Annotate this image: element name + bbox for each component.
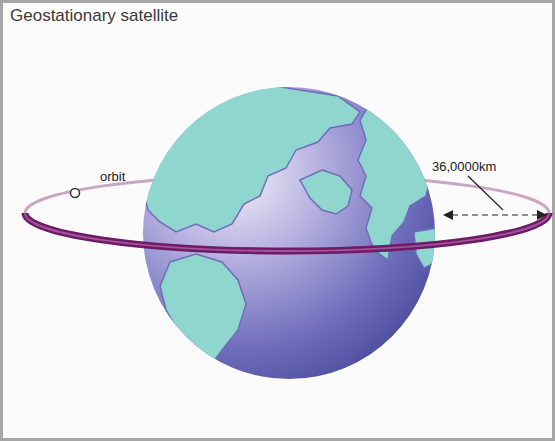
distance-label: 36,0000km [432,159,496,174]
arrowhead [537,210,547,220]
orbit-label: orbit [100,169,125,184]
arrowhead [443,210,453,220]
satellite-marker [71,189,80,198]
dimension-line [452,214,538,215]
orbit-front [25,213,549,251]
orbit-highlight [25,213,549,251]
leader-line [468,176,503,210]
diagram-title: Geostationary satellite [10,6,178,26]
continents [143,84,436,372]
